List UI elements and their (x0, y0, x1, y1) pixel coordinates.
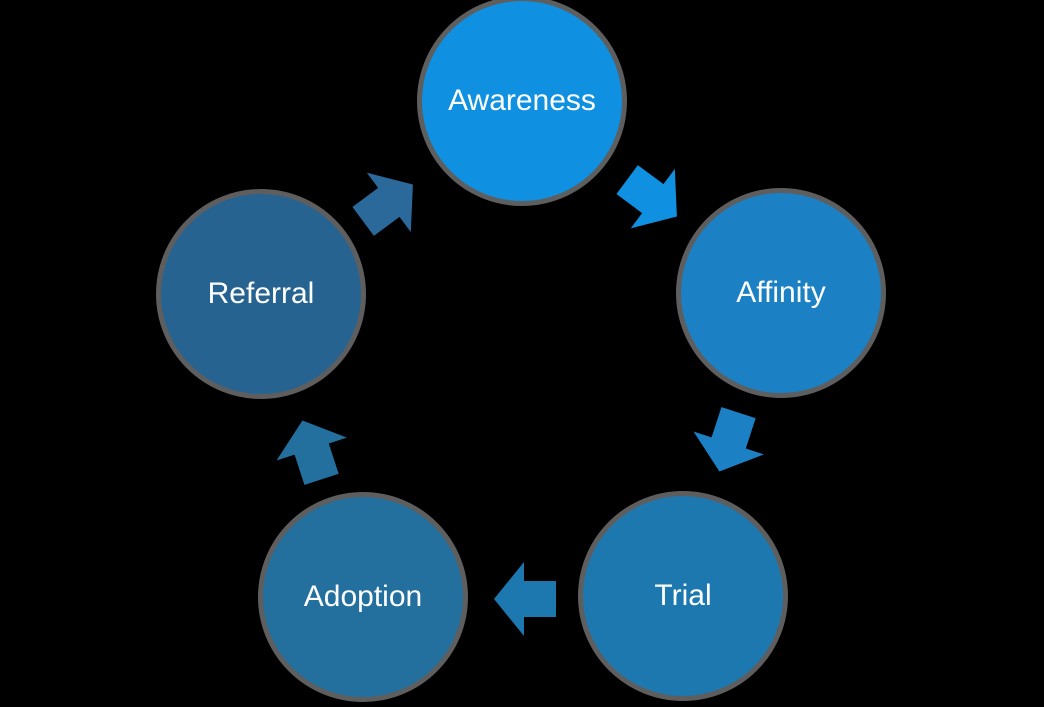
arrow-trial-to-adoption (494, 562, 556, 636)
arrow-affinity-to-trial-shape (693, 406, 764, 472)
stage-adoption-label: Adoption (303, 580, 423, 613)
stage-affinity-label: Affinity (736, 276, 826, 309)
arrow-awareness-to-affinity (616, 165, 677, 229)
stage-referral-label: Referral (207, 277, 315, 310)
arrow-adoption-to-referral (276, 420, 347, 486)
stage-awareness: Awareness (417, 0, 627, 206)
arrow-adoption-to-referral-shape (276, 420, 347, 486)
arrow-referral-to-awareness-shape (352, 172, 413, 236)
arrow-affinity-to-trial (693, 406, 764, 472)
arrow-awareness-to-affinity-shape (616, 165, 677, 229)
stage-adoption: Adoption (258, 492, 468, 702)
stage-affinity: Affinity (676, 188, 886, 398)
stage-trial-label: Trial (654, 579, 712, 612)
stage-awareness-label: Awareness (448, 84, 596, 117)
arrow-trial-to-adoption-shape (494, 562, 556, 636)
stage-referral: Referral (156, 189, 366, 399)
arrow-referral-to-awareness (352, 172, 413, 236)
stage-trial: Trial (578, 491, 788, 701)
